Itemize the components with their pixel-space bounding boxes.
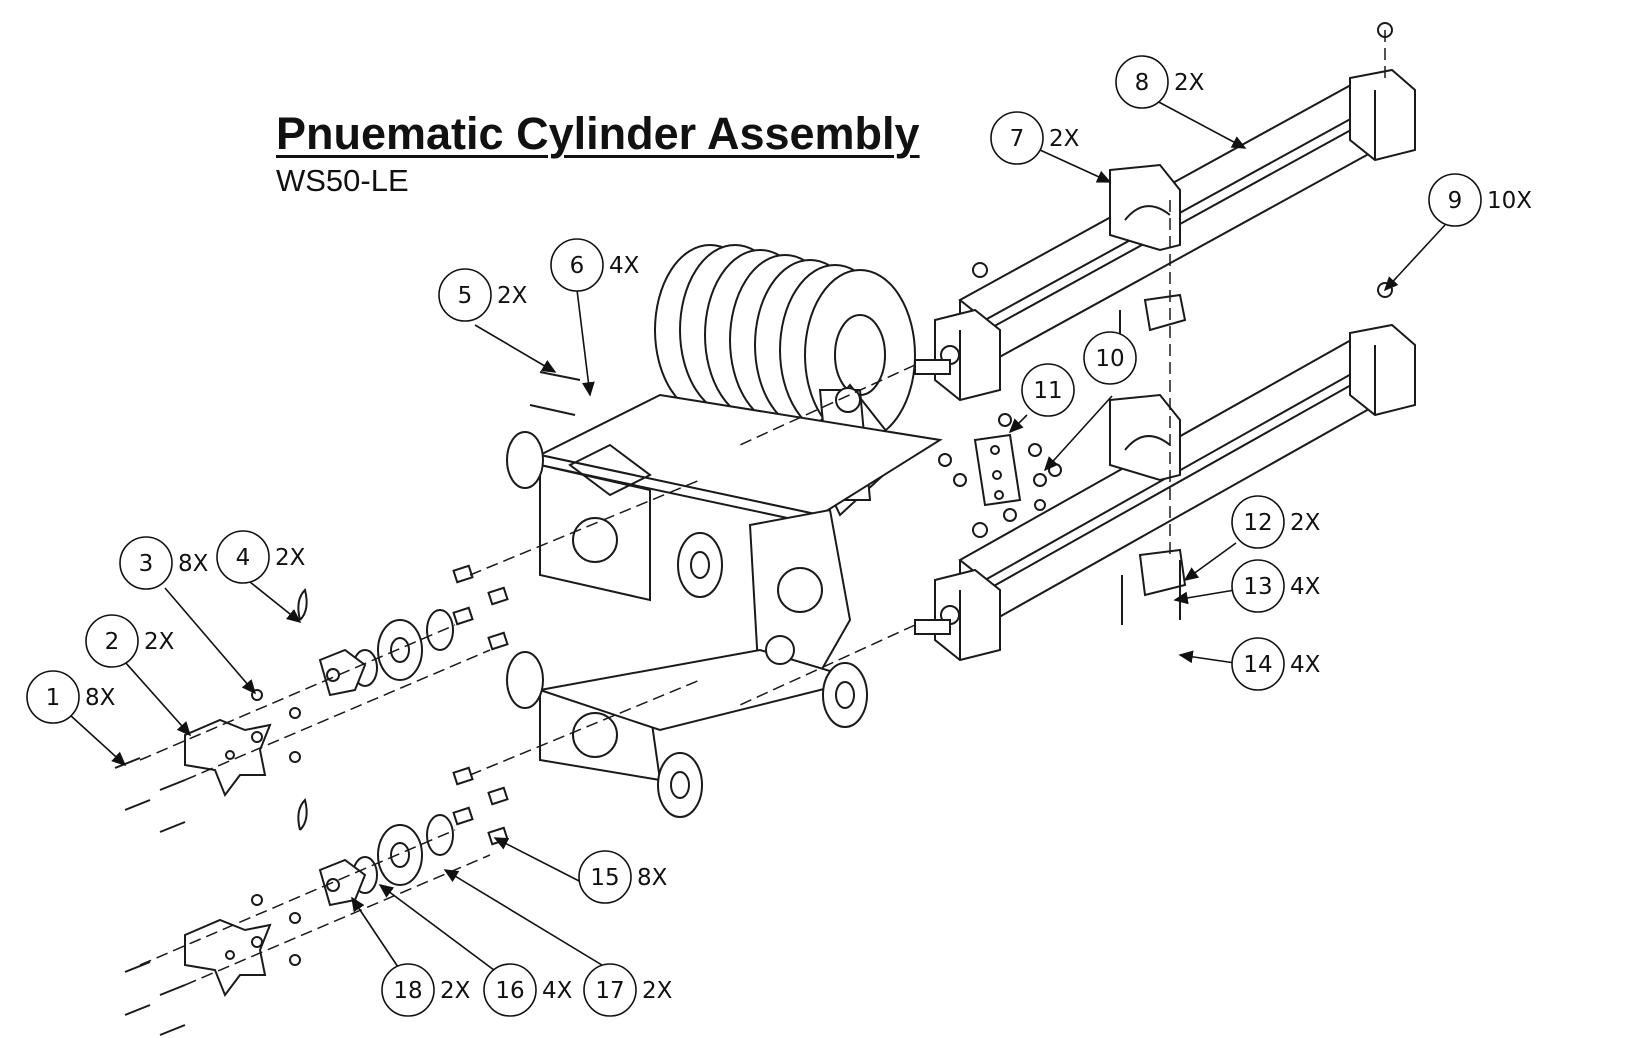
balloon-item-4: 4 2X — [216, 530, 306, 584]
balloon-circle — [1231, 637, 1285, 691]
balloon-circle — [578, 850, 632, 904]
balloon-number: 12 — [1243, 510, 1272, 536]
balloon-number: 11 — [1033, 378, 1062, 404]
fasteners — [114, 310, 1181, 1036]
balloon-circle — [1428, 173, 1482, 227]
assembly-centerlines — [139, 30, 1386, 986]
balloon-circle — [438, 268, 492, 322]
balloon-quantity: 2X — [1049, 126, 1080, 152]
balloon-item-1: 1 8X — [26, 670, 116, 724]
balloon-quantity: 8X — [85, 685, 116, 711]
balloon-number: 4 — [236, 545, 251, 571]
balloon-quantity: 4X — [1290, 574, 1321, 600]
carriage-frame — [537, 393, 943, 782]
balloon-number: 1 — [46, 685, 61, 711]
balloon-quantity: 2X — [497, 283, 528, 309]
balloon-circle — [483, 963, 537, 1017]
balloon-quantity: 4X — [542, 978, 573, 1004]
balloon-quantity: 8X — [178, 551, 209, 577]
lower-cylinder — [914, 323, 1416, 662]
balloon-quantity: 2X — [144, 629, 175, 655]
balloon-item-8: 8 2X — [1115, 55, 1205, 109]
balloon-circle — [1021, 363, 1075, 417]
balloon-number: 7 — [1010, 126, 1025, 152]
upper-cylinder — [914, 68, 1416, 402]
balloon-number: 16 — [495, 978, 524, 1004]
balloon-number: 6 — [570, 253, 585, 279]
balloon-item-10: 10 — [1083, 331, 1137, 385]
balloon-number: 15 — [590, 865, 619, 891]
balloon-number: 10 — [1095, 346, 1124, 372]
balloon-quantity: 2X — [1174, 70, 1205, 96]
balloon-number: 9 — [1448, 188, 1463, 214]
balloon-circle — [1083, 331, 1137, 385]
balloon-item-5: 5 2X — [438, 268, 528, 322]
balloon-number: 8 — [1135, 70, 1150, 96]
balloon-item-3: 3 8X — [119, 536, 209, 590]
balloon-item-18: 18 2X — [381, 963, 471, 1017]
balloon-number: 17 — [595, 978, 624, 1004]
drawing-subtitle: WS50-LE — [276, 163, 409, 198]
balloon-circle — [216, 530, 270, 584]
balloon-circle — [1115, 55, 1169, 109]
balloon-item-11: 11 — [1021, 363, 1075, 417]
leader-lines — [69, 99, 1446, 983]
balloon-quantity: 4X — [609, 253, 640, 279]
balloon-item-14: 14 4X — [1231, 637, 1321, 691]
balloon-number: 18 — [393, 978, 422, 1004]
balloon-number: 3 — [139, 551, 154, 577]
balloon-item-16: 16 4X — [483, 963, 573, 1017]
lower-front-hardware — [184, 798, 454, 998]
balloon-item-13: 13 4X — [1231, 559, 1321, 613]
cable-reel — [654, 244, 916, 517]
balloon-circle — [119, 536, 173, 590]
balloon-item-15: 15 8X — [578, 850, 668, 904]
balloon-item-9: 9 10X — [1428, 173, 1532, 227]
balloon-quantity: 2X — [1290, 510, 1321, 536]
balloon-circle — [550, 238, 604, 292]
balloon-number: 5 — [458, 283, 473, 309]
part-balloons: 1 8X 2 2X 3 8X 4 2X 5 2X 6 4X 7 2X 8 2X 9 10X 10 11 12 2X 13 4X… — [26, 55, 1532, 1017]
balloon-quantity: 10X — [1487, 188, 1532, 214]
balloon-circle — [990, 111, 1044, 165]
balloon-number: 13 — [1243, 574, 1272, 600]
balloon-circle — [381, 963, 435, 1017]
balloon-quantity: 8X — [637, 865, 668, 891]
balloon-circle — [1231, 559, 1285, 613]
balloon-number: 2 — [105, 629, 120, 655]
balloon-quantity: 2X — [275, 545, 306, 571]
balloon-quantity: 2X — [642, 978, 673, 1004]
balloon-circle — [583, 963, 637, 1017]
upper-front-hardware — [184, 588, 454, 798]
balloon-circle — [26, 670, 80, 724]
balloon-item-6: 6 4X — [550, 238, 640, 292]
drawing-title: Pnuematic Cylinder Assembly — [276, 108, 920, 159]
wheels — [506, 431, 868, 818]
balloon-circle — [1231, 495, 1285, 549]
balloon-circle — [85, 614, 139, 668]
balloon-item-7: 7 2X — [990, 111, 1080, 165]
balloon-item-2: 2 2X — [85, 614, 175, 668]
balloon-quantity: 4X — [1290, 652, 1321, 678]
balloon-item-12: 12 2X — [1231, 495, 1321, 549]
balloon-item-17: 17 2X — [583, 963, 673, 1017]
balloon-quantity: 2X — [440, 978, 471, 1004]
balloon-number: 14 — [1243, 652, 1272, 678]
